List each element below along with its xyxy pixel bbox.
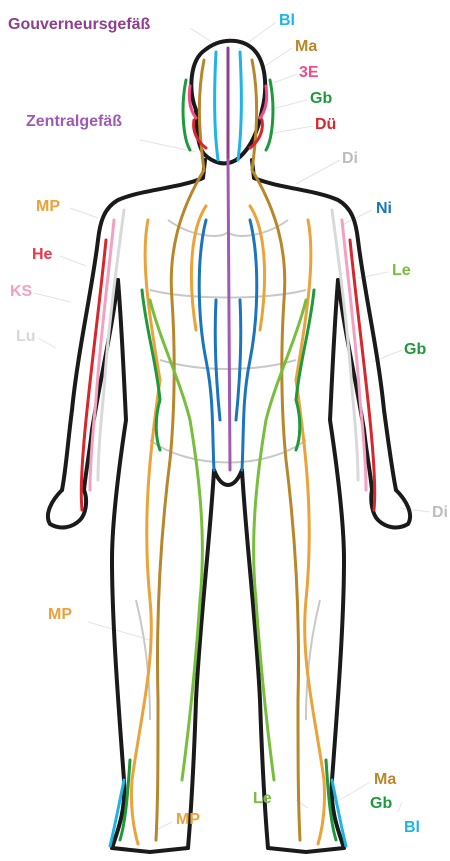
meridian-lines	[81, 48, 375, 846]
label-gb-head: Gb	[310, 90, 332, 108]
label-gouverneursgefass: Gouverneursgefäß	[8, 16, 150, 34]
label-ma-foot: Ma	[374, 771, 396, 789]
label-bl-foot: Bl	[404, 819, 420, 837]
label-du: Dü	[315, 116, 336, 134]
label-lu: Lu	[16, 328, 36, 346]
label-ma-top: Ma	[295, 38, 317, 56]
label-le-chest: Le	[392, 262, 411, 280]
label-di-neck: Di	[342, 150, 358, 168]
label-3e: 3E	[299, 64, 319, 82]
label-di-hand: Di	[432, 504, 448, 522]
label-gb-foot: Gb	[370, 795, 392, 813]
label-mp-foot: MP	[176, 811, 200, 829]
label-ks: KS	[10, 283, 32, 301]
label-le-foot: Le	[253, 790, 272, 808]
label-ni: Ni	[376, 200, 392, 218]
label-gb-side: Gb	[404, 341, 426, 359]
label-bl-top: Bl	[279, 12, 295, 30]
label-mp-leg: MP	[48, 606, 72, 624]
label-zentralgefass: Zentralgefäß	[26, 113, 122, 131]
label-he: He	[32, 246, 52, 264]
label-mp-shoulder: MP	[36, 198, 60, 216]
